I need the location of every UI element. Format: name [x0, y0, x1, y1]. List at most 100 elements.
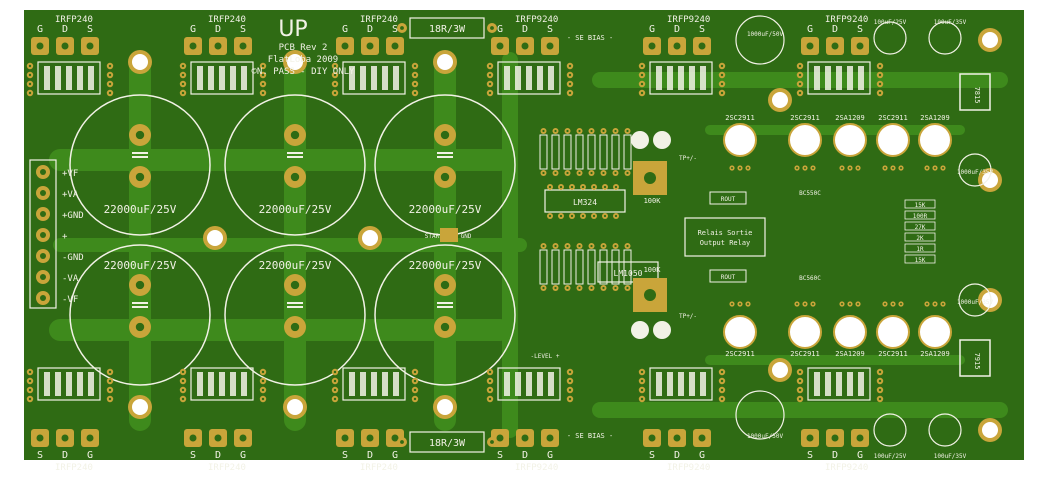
resistor-code: 15K — [915, 257, 926, 264]
trimmer-hole — [644, 289, 656, 301]
pad-hole — [747, 303, 749, 305]
resistor-bank — [497, 61, 561, 95]
pad-hole — [614, 171, 617, 175]
transistor-body — [789, 316, 821, 348]
capacitor-outline — [69, 94, 211, 236]
pad-hole — [934, 303, 936, 305]
pad-hole — [892, 303, 894, 305]
pad-hole — [849, 303, 851, 305]
resistor — [548, 372, 554, 396]
capacitor-value-label: 22000uF/25V — [259, 203, 332, 216]
resistor-outline — [709, 191, 747, 205]
pad-hole — [798, 388, 802, 392]
pad-hole — [239, 434, 247, 442]
pad-hole — [578, 244, 581, 248]
pad-hole — [878, 388, 882, 392]
pad-hole — [135, 322, 145, 332]
transistor-label: 2SC2911 — [878, 350, 908, 358]
pad-hole — [189, 434, 197, 442]
pad-hole — [798, 73, 802, 77]
resistor — [504, 66, 510, 90]
pad-hole — [590, 171, 593, 175]
mosfet-pin-label: S — [699, 24, 705, 35]
resistor — [382, 66, 388, 90]
polarity-mark — [653, 131, 671, 149]
pad-hole — [108, 73, 112, 77]
mosfet-pin-label: D — [832, 24, 838, 35]
pad-hole — [804, 167, 806, 169]
mounting-hole — [132, 399, 148, 415]
terminal-label: -GND — [62, 253, 84, 263]
mosfet-pin-label: D — [522, 450, 528, 461]
resistor-outline — [599, 134, 608, 170]
transistor-label: 2SA1209 — [920, 114, 950, 122]
resistor — [847, 372, 853, 396]
mounting-hole — [132, 54, 148, 70]
ic-label: LM324 — [573, 198, 597, 207]
pad-hole — [40, 232, 46, 238]
pad-hole — [61, 42, 69, 50]
resistor-outline — [611, 134, 620, 170]
pad-hole — [568, 379, 572, 383]
bias-label: - SE BIAS - — [567, 34, 613, 42]
terminal-label: +GND — [62, 211, 84, 221]
pad-hole — [796, 303, 798, 305]
pad-hole — [578, 129, 581, 133]
pad-hole — [214, 42, 222, 50]
small-transistor-label: BC550C — [799, 190, 821, 197]
pad-hole — [341, 42, 349, 50]
small-cap-label: 1000uF/50V — [747, 433, 784, 440]
pad-hole — [546, 434, 554, 442]
resistor-outline — [587, 249, 596, 285]
pad-hole — [614, 244, 617, 248]
small-capacitor — [735, 15, 785, 65]
pad-hole — [568, 91, 572, 95]
pad-hole — [86, 434, 94, 442]
pad-hole — [290, 130, 300, 140]
pad-hole — [747, 167, 749, 169]
resistor — [700, 372, 706, 396]
mosfet-pin-label: G — [37, 24, 43, 35]
transistor-label: 2SC2911 — [725, 114, 755, 122]
pad-hole — [391, 434, 399, 442]
resistor-outline — [539, 134, 548, 170]
mounting-hole — [982, 422, 998, 438]
pad-hole — [40, 274, 46, 280]
resistor — [88, 372, 94, 396]
mosfet-pin-label: D — [367, 450, 373, 461]
transistor-ring — [833, 315, 867, 349]
small-cap-label: 100uF/35V — [934, 19, 967, 26]
pad-hole — [490, 440, 494, 444]
small-cap-label: 100uF/25V — [874, 453, 907, 460]
pad-hole — [900, 167, 902, 169]
pad-hole — [559, 214, 563, 218]
trimmer-hole — [644, 172, 656, 184]
polarity-sign: + — [634, 133, 646, 149]
mosfet-pin-label: S — [240, 24, 246, 35]
pad-hole — [590, 286, 593, 290]
pad-hole — [28, 379, 32, 383]
pad-hole — [831, 42, 839, 50]
pad-hole — [108, 379, 112, 383]
mounting-hole — [982, 32, 998, 48]
pad-hole — [40, 253, 46, 259]
pad-hole — [413, 388, 417, 392]
polarity-sign: - — [659, 133, 664, 149]
pad-hole — [490, 26, 494, 30]
pad-hole — [542, 171, 545, 175]
ic-label: LM1050 — [614, 269, 643, 278]
resistor-bank — [649, 61, 713, 95]
gnd-label: GND — [461, 233, 472, 240]
polarity-mark — [653, 321, 671, 339]
small-cap-label: 100uF/35V — [934, 453, 967, 460]
level-label: -LEVEL + — [531, 353, 560, 360]
transistor-label: 2SA1209 — [835, 114, 865, 122]
pad-hole — [673, 42, 681, 50]
pad-hole — [496, 42, 504, 50]
board-header-line: PCB Rev 2 — [279, 43, 328, 53]
pad-hole — [926, 167, 928, 169]
pad-hole — [61, 434, 69, 442]
pad-hole — [568, 370, 572, 374]
resistor-outline — [575, 249, 584, 285]
